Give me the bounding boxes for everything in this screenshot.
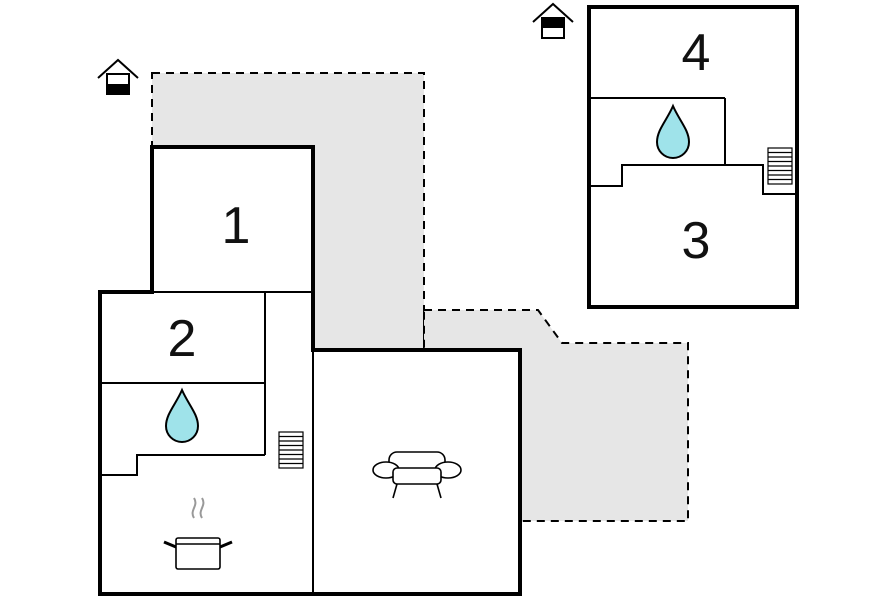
terrace-top: [151, 72, 425, 351]
house-entrance-icon: [532, 2, 574, 39]
main-building-outline: [98, 145, 522, 596]
annex-building-outline: [587, 5, 799, 309]
room-label-2: 2: [168, 310, 197, 368]
room-label-4: 4: [682, 24, 711, 82]
terrace-right: [423, 309, 689, 522]
stairs-icon: [767, 147, 793, 185]
wall-annex-bath-bottom: [589, 164, 797, 195]
cooking-pot-icon: [163, 497, 233, 570]
room-label-3: 3: [682, 212, 711, 270]
sofa-icon: [372, 451, 462, 499]
water-drop-icon: [655, 103, 691, 159]
main-building: [98, 145, 522, 596]
annex-building: [587, 5, 799, 309]
wall-bath-bottom: [100, 454, 265, 476]
stairs-icon: [278, 431, 304, 469]
water-drop-icon: [164, 387, 200, 443]
house-entrance-icon: [97, 58, 139, 95]
room-label-1: 1: [222, 197, 251, 255]
